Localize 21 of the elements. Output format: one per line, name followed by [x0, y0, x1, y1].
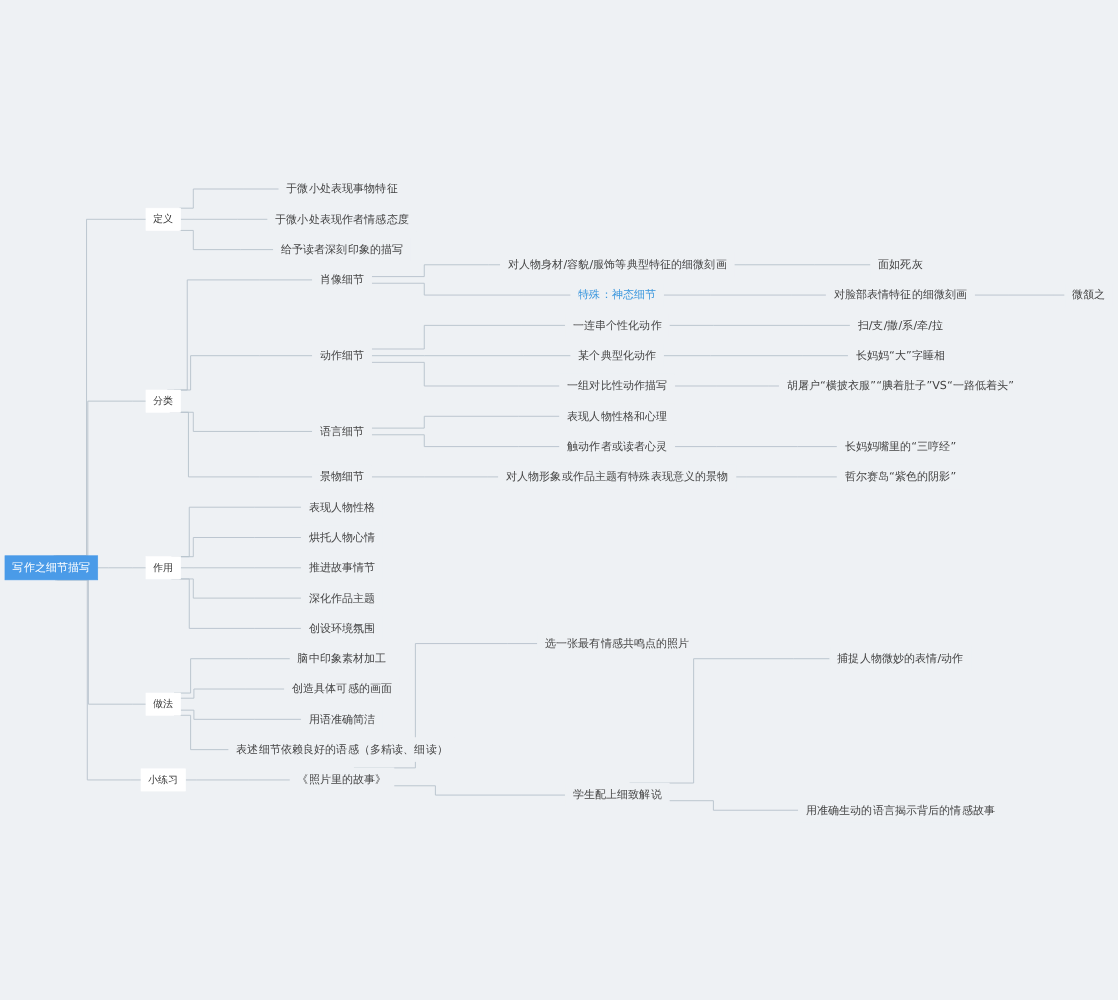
connector — [180, 567, 302, 569]
connector — [371, 434, 561, 448]
connector — [393, 785, 566, 796]
connector — [668, 325, 851, 327]
connector — [180, 688, 285, 700]
connector — [371, 283, 572, 296]
connector — [668, 800, 799, 812]
connector — [180, 219, 269, 221]
connector — [371, 362, 561, 387]
connector — [371, 416, 561, 429]
connector — [371, 264, 501, 278]
connector — [663, 355, 849, 357]
connector — [733, 264, 872, 266]
connector — [178, 537, 302, 558]
connector — [371, 325, 566, 350]
connector — [178, 230, 274, 251]
connector — [97, 567, 147, 569]
connector — [180, 710, 302, 721]
connector — [674, 446, 838, 448]
connector — [371, 355, 572, 357]
connector — [178, 188, 280, 209]
